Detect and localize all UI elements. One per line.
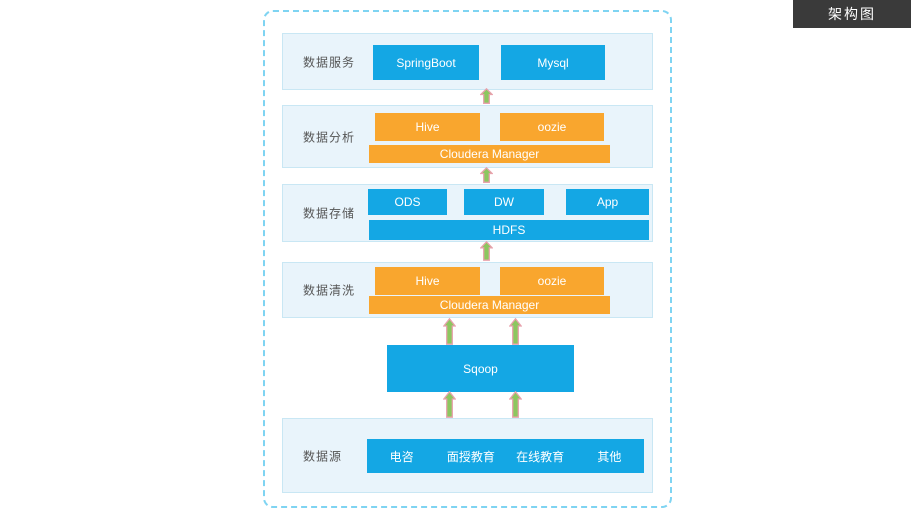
layer-label-data-analysis: 数据分析 (303, 130, 356, 144)
layer-data-cleaning: 数据清洗 Hive oozie Cloudera Manager (282, 262, 653, 318)
layer-label-data-storage: 数据存储 (303, 206, 356, 221)
layer-data-storage: 数据存储 ODS DW App HDFS (282, 184, 653, 242)
box-dw: DW (464, 189, 544, 215)
source-offline-education: 面授教育 (446, 449, 495, 464)
layer-label-data-cleaning: 数据清洗 (303, 283, 356, 298)
up-arrow-icon (480, 241, 493, 261)
page-title: 架构图 (793, 0, 911, 28)
layer-data-service: 数据服务 SpringBoot Mysql (282, 33, 653, 90)
box-hive-analysis: Hive (375, 113, 480, 141)
box-mysql: Mysql (501, 45, 605, 80)
diagram-dashed-frame (263, 10, 672, 508)
layer-data-analysis: 数据分析 Hive oozie Cloudera Manager (282, 105, 653, 168)
source-other: 其他 (597, 449, 622, 464)
box-app: App (566, 189, 649, 215)
up-arrow-icon (443, 318, 456, 345)
source-online-education: 在线教育 (516, 449, 565, 464)
source-ecommerce: 电咨 (389, 449, 414, 464)
box-springboot: SpringBoot (373, 45, 479, 80)
box-hive-cleaning: Hive (375, 267, 480, 295)
box-ods: ODS (368, 189, 447, 215)
bar-cloudera-manager-cleaning: Cloudera Manager (369, 296, 610, 314)
up-arrow-icon (509, 318, 522, 345)
up-arrow-icon (480, 88, 493, 104)
layer-data-source: 数据源 电咨 面授教育 在线教育 其他 (282, 418, 653, 493)
box-sqoop: Sqoop (387, 345, 574, 392)
layer-label-data-service: 数据服务 (303, 55, 356, 69)
bar-cloudera-manager-analysis: Cloudera Manager (369, 145, 610, 163)
box-oozie-analysis: oozie (500, 113, 604, 141)
box-oozie-cleaning: oozie (500, 267, 604, 295)
up-arrow-icon (443, 391, 456, 418)
layer-label-data-source: 数据源 (303, 449, 343, 463)
data-source-bar: 电咨 面授教育 在线教育 其他 (367, 439, 644, 473)
up-arrow-icon (480, 167, 493, 183)
up-arrow-icon (509, 391, 522, 418)
bar-hdfs: HDFS (369, 220, 649, 240)
